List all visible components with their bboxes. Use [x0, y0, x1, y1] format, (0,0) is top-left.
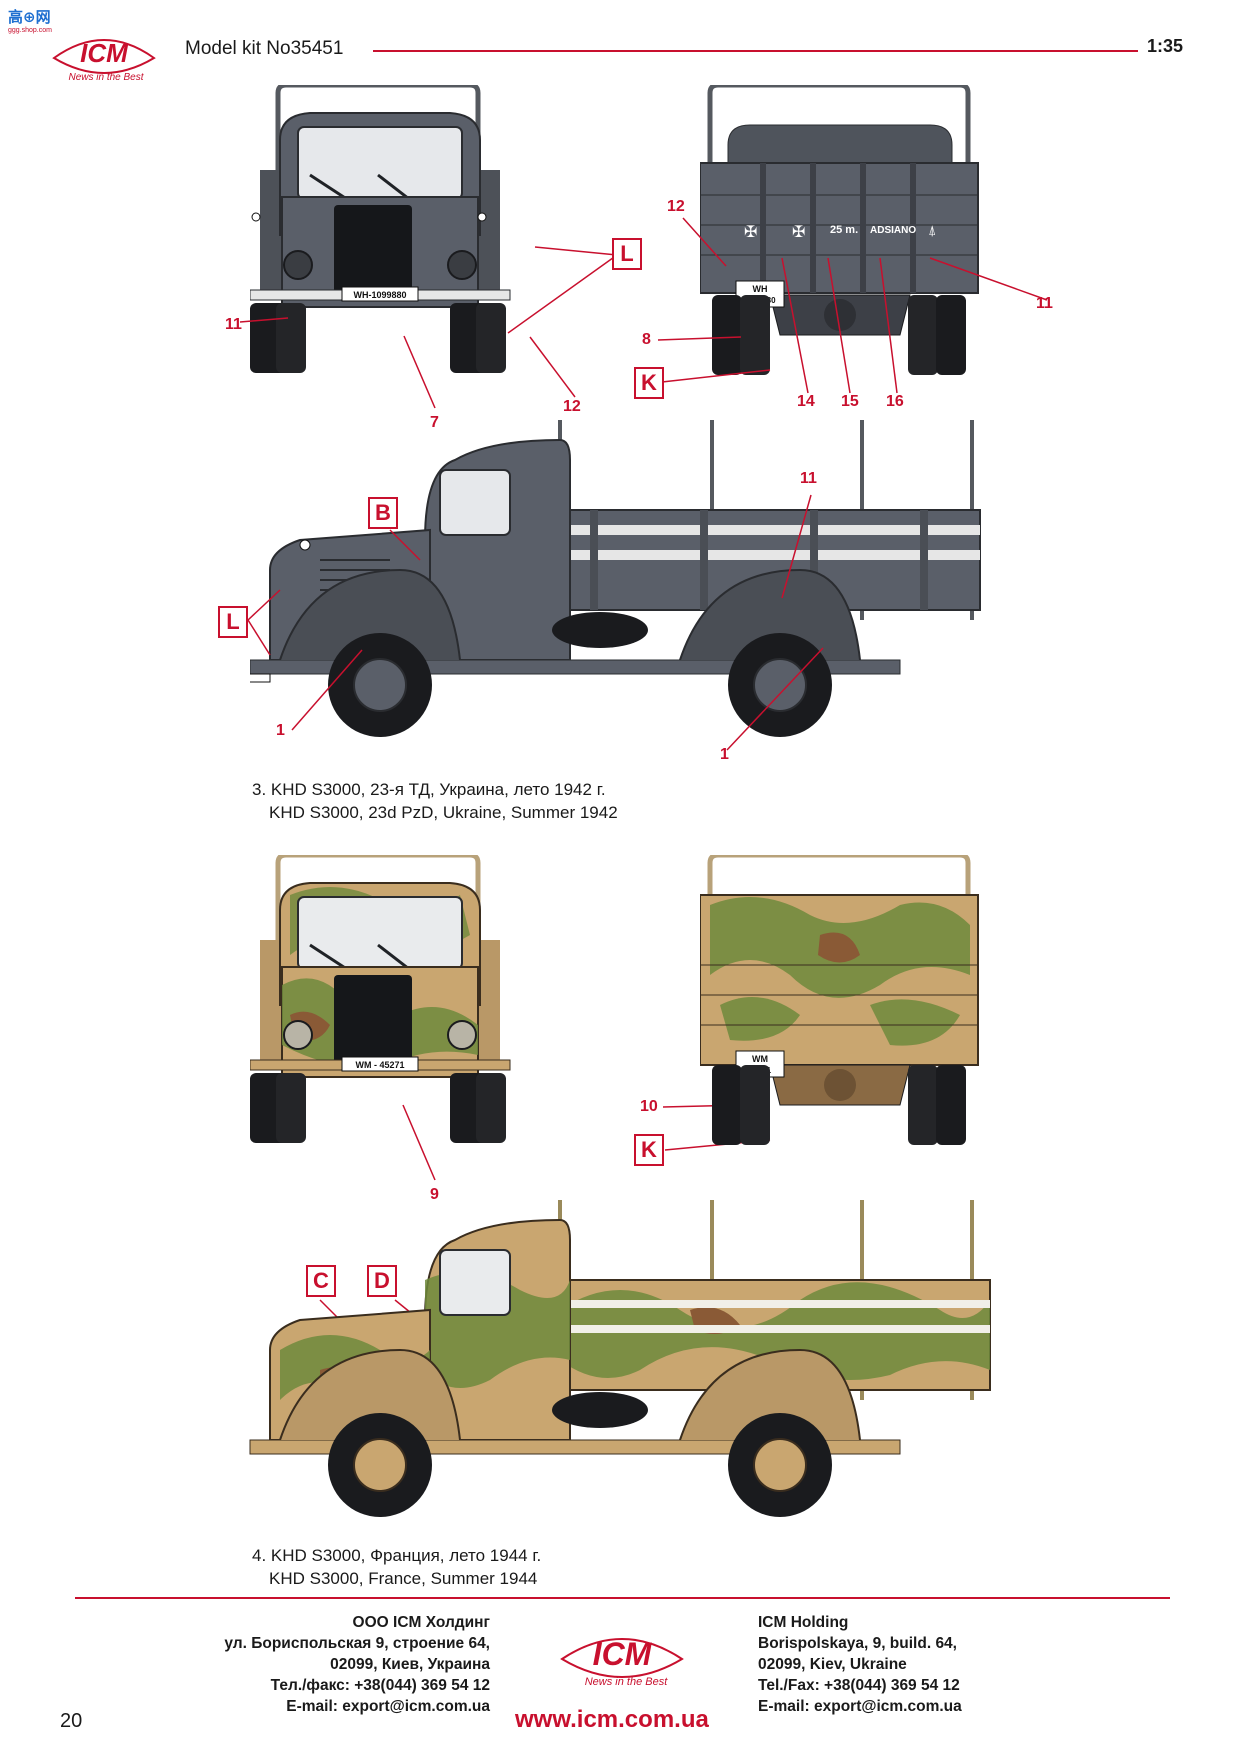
- callout-15-rear: 15: [841, 393, 859, 410]
- address-en-email: E-mail: export@icm.com.ua: [758, 1698, 962, 1715]
- truck-rear-view-grey: ✠ ✠ 25 m. ADSIANO ⍋ WH 1099880: [700, 85, 979, 375]
- logo-slogan: News in the Best: [68, 72, 144, 83]
- footer-logo-slogan: News in the Best: [585, 1676, 668, 1688]
- tailgate-marking-name: ADSIANO: [870, 225, 916, 236]
- address-en-city: 02099, Kiev, Ukraine: [758, 1656, 907, 1673]
- division-emblem-icon: ⍋: [928, 222, 936, 238]
- callout-K-rear: K: [634, 367, 664, 399]
- callout-B-side: B: [368, 497, 398, 529]
- header-rule: [373, 50, 1138, 52]
- rear-plate-l1: WH: [753, 284, 768, 294]
- logo-brand: ICM: [80, 38, 129, 68]
- truck-front-view-camo: WM - 45271: [250, 855, 511, 1143]
- address-en-street: Borispolskaya, 9, build. 64,: [758, 1635, 957, 1652]
- address-en-phone: Tel./Fax: +38(044) 369 54 12: [758, 1677, 960, 1694]
- callout-12-rear: 12: [667, 198, 685, 215]
- caption-4-en: KHD S3000, France, Summer 1944: [269, 1569, 538, 1588]
- callout-10-rear: 10: [640, 1098, 658, 1115]
- truck-side-view-camo: [249, 1200, 991, 1517]
- footer-logo-swoosh: [560, 1638, 684, 1678]
- callout-16-rear: 16: [886, 393, 904, 410]
- footer-rule: [75, 1597, 1170, 1599]
- model-kit-title: Model kit No35451: [185, 38, 344, 59]
- balkenkreuz-small-icon: ✠: [744, 224, 757, 241]
- callout-C-side: C: [306, 1265, 336, 1297]
- front-plate-camo: [341, 1056, 419, 1072]
- address-ru-company: ООО ICM Холдинг: [352, 1614, 490, 1631]
- address-ru-phone: Тел./факс: +38(044) 369 54 12: [270, 1677, 490, 1694]
- callout-K-rear-camo: K: [634, 1134, 664, 1166]
- website-link[interactable]: www.icm.com.ua: [515, 1706, 709, 1733]
- callout-9-front: 9: [430, 1186, 439, 1203]
- callout-12-front: 12: [563, 398, 581, 415]
- truck-side-view-grey: ⍋: [250, 420, 981, 737]
- callout-11-front: 11: [225, 316, 242, 333]
- address-ru-city: 02099, Киев, Украина: [330, 1656, 490, 1673]
- callout-L-side: L: [218, 606, 248, 638]
- page-number: 20: [60, 1710, 83, 1732]
- callout-8-rear: 8: [642, 331, 651, 348]
- callout-1-side-front: 1: [276, 722, 285, 739]
- footer-icm-logo: ICM News in the Best: [560, 1636, 684, 1688]
- front-plate-text: WH-1099880: [353, 290, 406, 300]
- caption-4-ru: 4. KHD S3000, Франция, лето 1944 г.: [252, 1546, 542, 1565]
- scale-label: 1:35: [1147, 36, 1184, 56]
- callout-11-rear: 11: [1036, 295, 1053, 312]
- address-ru-street: ул. Бориспольская 9, строение 64,: [224, 1635, 490, 1652]
- address-ru: ООО ICM Холдинг ул. Бориспольская 9, стр…: [224, 1612, 490, 1717]
- rear-plate-camo-l1: WM: [752, 1054, 768, 1064]
- caption-3-ru: 3. KHD S3000, 23-я ТД, Украина, лето 194…: [252, 780, 606, 799]
- truck-rear-view-camo: WM 45271: [700, 855, 979, 1145]
- callout-L-front: L: [612, 238, 642, 270]
- watermark-text: 高⊕网: [8, 9, 51, 26]
- caption-3-en: KHD S3000, 23d PzD, Ukraine, Summer 1942: [269, 803, 618, 822]
- callout-11-side: 11: [800, 470, 817, 487]
- address-en-company: ICM Holding: [758, 1614, 849, 1631]
- front-plate-camo-text: WM - 45271: [355, 1060, 404, 1070]
- caption-scheme-4: 4. KHD S3000, Франция, лето 1944 г. KHD …: [252, 1544, 541, 1590]
- watermark: 高⊕网 ggg.shop.com: [8, 6, 70, 38]
- callout-1-side-rear: 1: [720, 746, 729, 763]
- logo-swoosh: [52, 39, 156, 74]
- truck-front-view-grey: WH-1099880: [250, 85, 511, 373]
- callout-14-rear: 14: [797, 393, 815, 410]
- footer-logo-brand: ICM: [593, 1636, 653, 1672]
- callout-D-side: D: [367, 1265, 397, 1297]
- watermark-sub: ggg.shop.com: [8, 27, 52, 34]
- tailgate-marking-25: 25 m.: [830, 224, 858, 236]
- address-ru-email: E-mail: export@icm.com.ua: [286, 1698, 490, 1715]
- balkenkreuz-icon: ✠: [792, 224, 805, 241]
- caption-scheme-3: 3. KHD S3000, 23-я ТД, Украина, лето 194…: [252, 778, 618, 824]
- icm-logo: ICM News in the Best: [52, 38, 156, 83]
- address-en: ICM Holding Borispolskaya, 9, build. 64,…: [758, 1612, 962, 1717]
- front-plate: [341, 286, 419, 302]
- callout-7-front: 7: [430, 414, 439, 431]
